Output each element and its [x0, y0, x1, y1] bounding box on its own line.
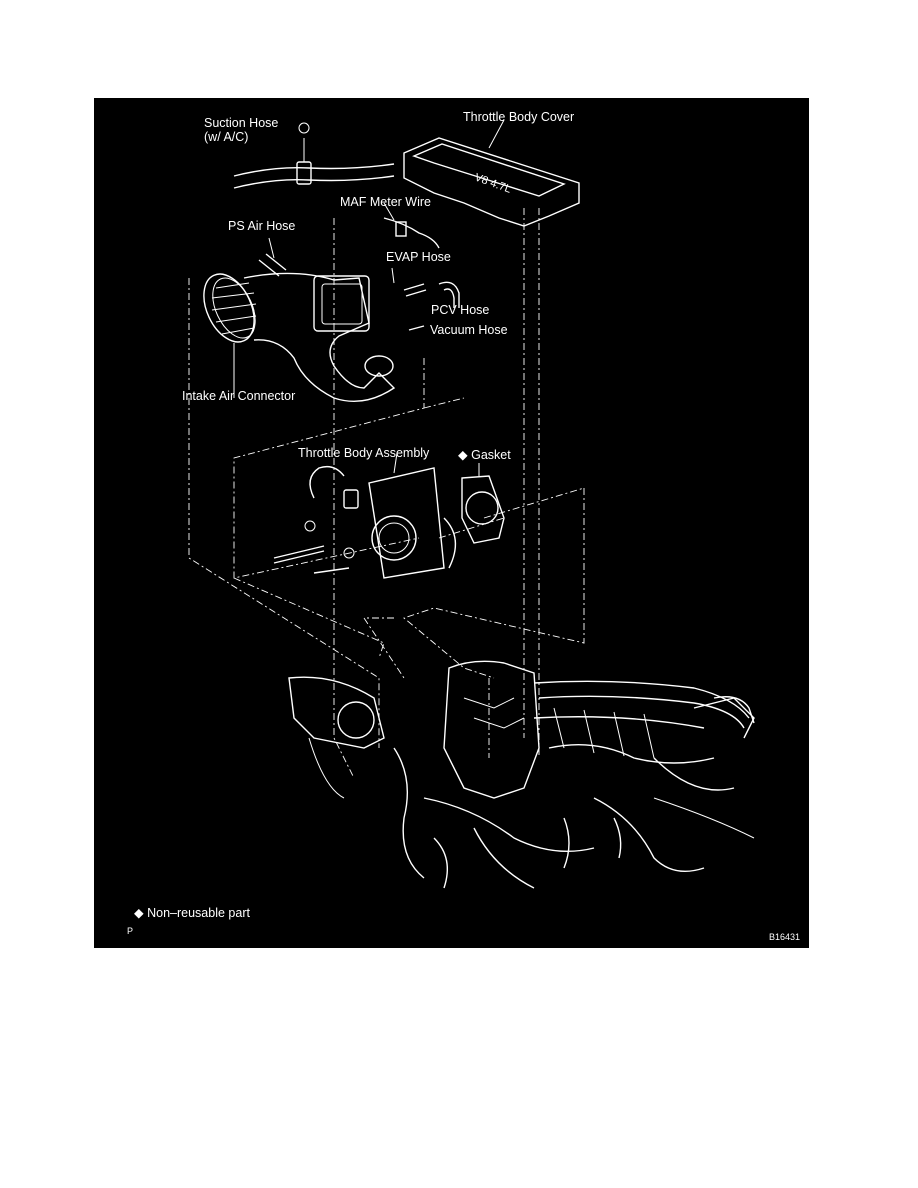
label-intake-air-connector: Intake Air Connector — [182, 389, 296, 403]
svg-text:V8 4.7L: V8 4.7L — [473, 172, 513, 196]
label-suction-hose: Suction Hose (w/ A/C) — [204, 116, 278, 144]
engine-block — [288, 660, 755, 889]
label-throttle-body-assembly: Throttle Body Assembly — [298, 446, 430, 460]
label-maf-meter-wire: MAF Meter Wire — [340, 195, 431, 209]
label-gasket: ◆ Gasket — [458, 448, 511, 462]
label-gasket-text: Gasket — [471, 448, 511, 462]
corner-code: P — [127, 926, 134, 936]
ps-air-hose — [258, 237, 287, 277]
label-pcv-hose: PCV Hose — [431, 303, 490, 317]
label-suction-hose-line1: Suction Hose — [204, 116, 279, 130]
diagram-panel: V8 4.7L — [94, 98, 809, 948]
non-reusable-marker-icon: ◆ — [458, 448, 468, 462]
throttle-body-assembly — [273, 452, 457, 579]
legend-non-reusable: ◆ Non–reusable part — [134, 906, 250, 920]
throttle-body-cover: V8 4.7L — [403, 119, 580, 227]
figure-id: B16431 — [769, 932, 801, 942]
label-throttle-body-cover: Throttle Body Cover — [463, 110, 575, 124]
legend-text: Non–reusable part — [147, 906, 250, 920]
small-hoses — [391, 267, 460, 331]
exploded-view-drawing: V8 4.7L — [188, 119, 755, 889]
label-evap-hose: EVAP Hose — [386, 250, 451, 264]
suction-hose — [233, 122, 395, 189]
label-vacuum-hose: Vacuum Hose — [430, 323, 508, 337]
label-ps-air-hose: PS Air Hose — [228, 219, 296, 233]
gasket — [461, 463, 505, 544]
maf-meter-wire — [383, 202, 440, 249]
legend-marker-icon: ◆ — [134, 906, 144, 920]
label-suction-hose-line2: (w/ A/C) — [204, 130, 249, 144]
intake-air-connector — [203, 272, 396, 403]
assembly-guide-lines — [188, 208, 585, 779]
